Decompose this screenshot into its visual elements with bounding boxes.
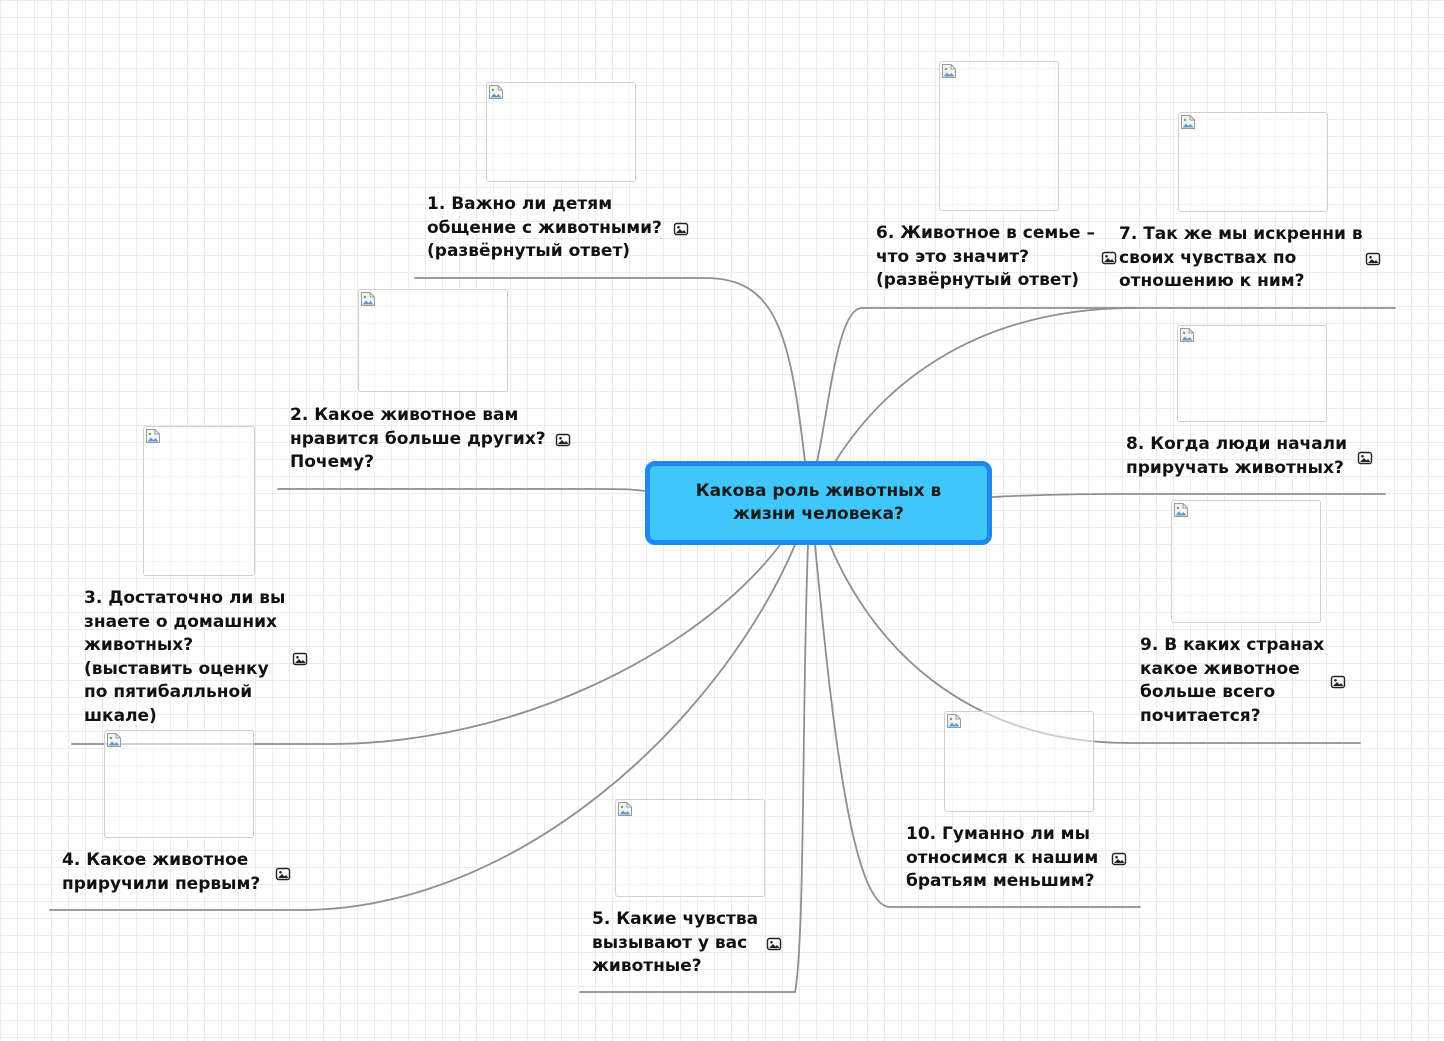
topic-10-label[interactable]: 10. Гуманно ли мы относимся к нашим брат… — [906, 824, 1099, 891]
broken-image-icon — [1181, 115, 1195, 129]
connector-topic-3 — [71, 544, 781, 745]
topic-7-image[interactable] — [1178, 112, 1328, 212]
broken-image-icon — [107, 733, 121, 747]
broken-image-icon — [146, 429, 160, 443]
connector-topic-1 — [414, 277, 806, 463]
image-attachment-icon[interactable] — [766, 936, 782, 952]
connector-topic-8 — [991, 493, 1386, 498]
image-attachment-icon[interactable] — [1101, 250, 1117, 266]
topic-7-label[interactable]: 7. Так же мы искренни в своих чувствах п… — [1119, 224, 1363, 291]
topic-5-image[interactable] — [615, 799, 765, 897]
topic-2-label[interactable]: 2. Какое животное вам нравится больше др… — [290, 405, 546, 472]
connector-topic-6 — [816, 307, 1136, 463]
topic-4-label[interactable]: 4. Какое животное приручили первым? — [62, 850, 261, 894]
topic-5-label[interactable]: 5. Какие чувства вызывают у вас животные… — [592, 909, 759, 976]
image-attachment-icon[interactable] — [1365, 251, 1381, 267]
broken-image-icon — [1180, 328, 1194, 342]
central-topic[interactable]: Какова роль животных в жизни человека? — [645, 461, 992, 545]
connector-topic-5 — [579, 544, 809, 993]
image-attachment-icon[interactable] — [1111, 851, 1127, 867]
image-attachment-icon[interactable] — [1357, 450, 1373, 466]
topic-6-image[interactable] — [939, 61, 1059, 211]
connector-topic-4 — [49, 544, 796, 911]
broken-image-icon — [1174, 503, 1188, 517]
topic-9-label[interactable]: 9. В каких странах какое животное больше… — [1140, 635, 1325, 726]
topic-1-image[interactable] — [486, 82, 636, 182]
image-attachment-icon[interactable] — [673, 221, 689, 237]
topic-6-label[interactable]: 6. Животное в семье – что это значит? (р… — [876, 223, 1095, 290]
topic-9-image[interactable] — [1171, 500, 1321, 623]
central-topic-label: Какова роль животных в жизни человека? — [695, 481, 942, 524]
broken-image-icon — [489, 85, 503, 99]
connector-topic-10 — [814, 544, 1141, 908]
topic-8-image[interactable] — [1177, 325, 1327, 422]
broken-image-icon — [942, 64, 956, 78]
topic-8-label[interactable]: 8. Когда люди начали приручать животных? — [1126, 434, 1348, 478]
topic-10-image[interactable] — [944, 711, 1094, 812]
topic-4-image[interactable] — [104, 730, 254, 838]
topic-3-label[interactable]: 3. Достаточно ли вы знаете о домашних жи… — [84, 588, 286, 726]
broken-image-icon — [361, 292, 375, 306]
broken-image-icon — [947, 714, 961, 728]
broken-image-icon — [618, 802, 632, 816]
topic-2-image[interactable] — [358, 289, 508, 392]
image-attachment-icon[interactable] — [1330, 674, 1346, 690]
connector-topic-7 — [834, 307, 1396, 463]
topic-3-image[interactable] — [143, 426, 255, 576]
connector-topic-2 — [277, 488, 646, 492]
topic-1-label[interactable]: 1. Важно ли детям общение с животными? (… — [427, 194, 662, 261]
image-attachment-icon[interactable] — [555, 432, 571, 448]
image-attachment-icon[interactable] — [275, 866, 291, 882]
image-attachment-icon[interactable] — [292, 651, 308, 667]
